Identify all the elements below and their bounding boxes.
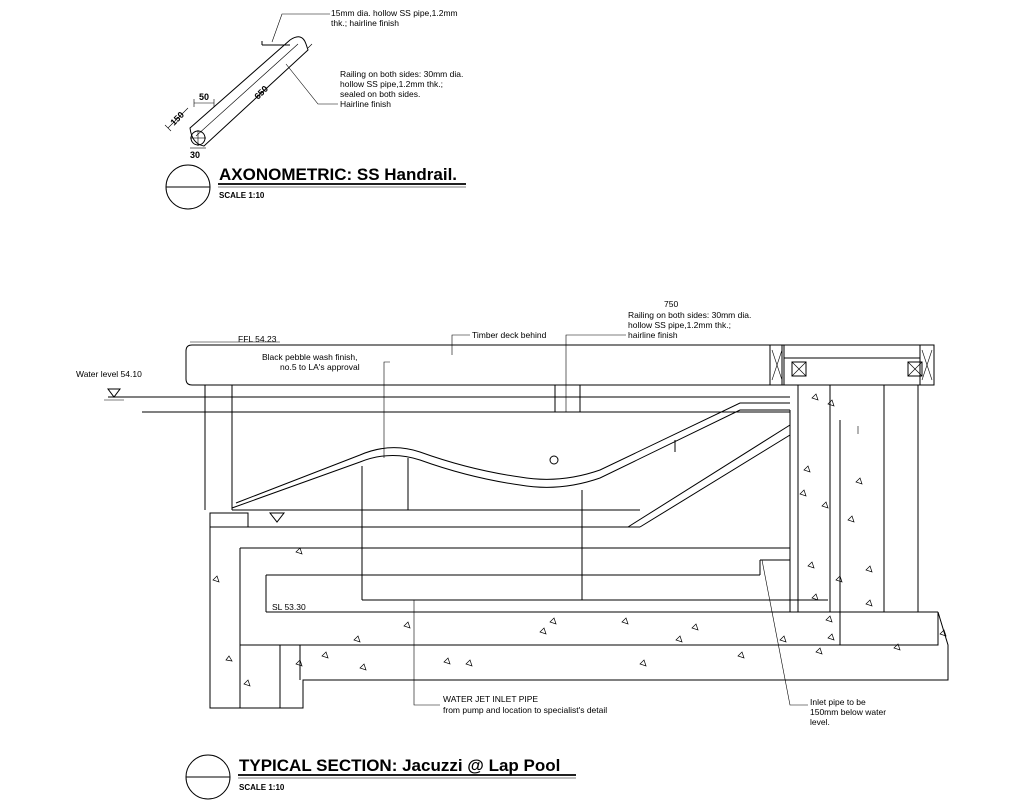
dim-750: 750 — [664, 299, 678, 309]
section-railing-line3: hairline finish — [628, 330, 678, 340]
deck-slab — [185, 344, 783, 386]
leader-inlet — [761, 559, 808, 706]
timber-deck-label: Timber deck behind — [472, 330, 547, 340]
pebble-line1: Black pebble wash finish, — [262, 352, 357, 362]
sl-label: SL 53.30 — [272, 602, 306, 612]
note-railing-line1: Railing on both sides: 30mm dia. — [340, 69, 463, 79]
section-railing-line2: hollow SS pipe,1.2mm thk.; — [628, 320, 731, 330]
dim-50: 50 — [199, 92, 209, 102]
ffl-label: FFL 54.23 — [238, 334, 277, 344]
handrail-pipe — [189, 36, 309, 147]
note-railing-line4: Hairline finish — [340, 99, 391, 109]
note-pipe-line2: thk.; hairline finish — [331, 18, 399, 28]
section-railing-line1: Railing on both sides: 30mm dia. — [628, 310, 751, 320]
scale-handrail: SCALE 1:10 — [219, 191, 265, 200]
note-railing-line3: sealed on both sides. — [340, 89, 420, 99]
note-pipe-line1: 15mm dia. hollow SS pipe,1.2mm — [331, 8, 458, 18]
title-handrail: AXONOMETRIC: SS Handrail. — [219, 165, 457, 184]
inlet-line1: Inlet pipe to be — [810, 697, 866, 707]
pebble-line2: no.5 to LA's approval — [280, 362, 360, 372]
jet-nozzle — [549, 455, 559, 465]
water-jet-line2: from pump and location to specialist's d… — [443, 705, 607, 715]
inlet-line3: level. — [810, 717, 830, 727]
pool-shell — [209, 527, 949, 709]
leader-pebble — [383, 361, 390, 458]
dim-30: 30 — [190, 150, 200, 160]
note-railing-line2: hollow SS pipe,1.2mm thk.; — [340, 79, 443, 89]
water-level-marker — [107, 388, 121, 398]
leader-water-jet — [413, 600, 440, 706]
railing-curve — [231, 409, 790, 509]
concrete-hatch — [212, 393, 947, 687]
title-section: TYPICAL SECTION: Jacuzzi @ Lap Pool — [239, 756, 560, 775]
water-level-label: Water level 54.10 — [76, 369, 142, 379]
leader-railing — [285, 63, 338, 105]
leader-pipe — [271, 13, 330, 43]
internal-water-marker — [268, 512, 286, 523]
leader-railing-section — [565, 334, 626, 412]
inlet-line2: 150mm below water — [810, 707, 886, 717]
scale-section: SCALE 1:10 — [239, 783, 285, 792]
leader-timber — [451, 334, 470, 355]
water-jet-line1: WATER JET INLET PIPE — [443, 694, 538, 704]
jacuzzi-section: 750 Railing on both sides: 30mm dia. hol… — [76, 299, 949, 800]
handrail-axonometric: 15mm dia. hollow SS pipe,1.2mm thk.; hai… — [164, 8, 466, 210]
